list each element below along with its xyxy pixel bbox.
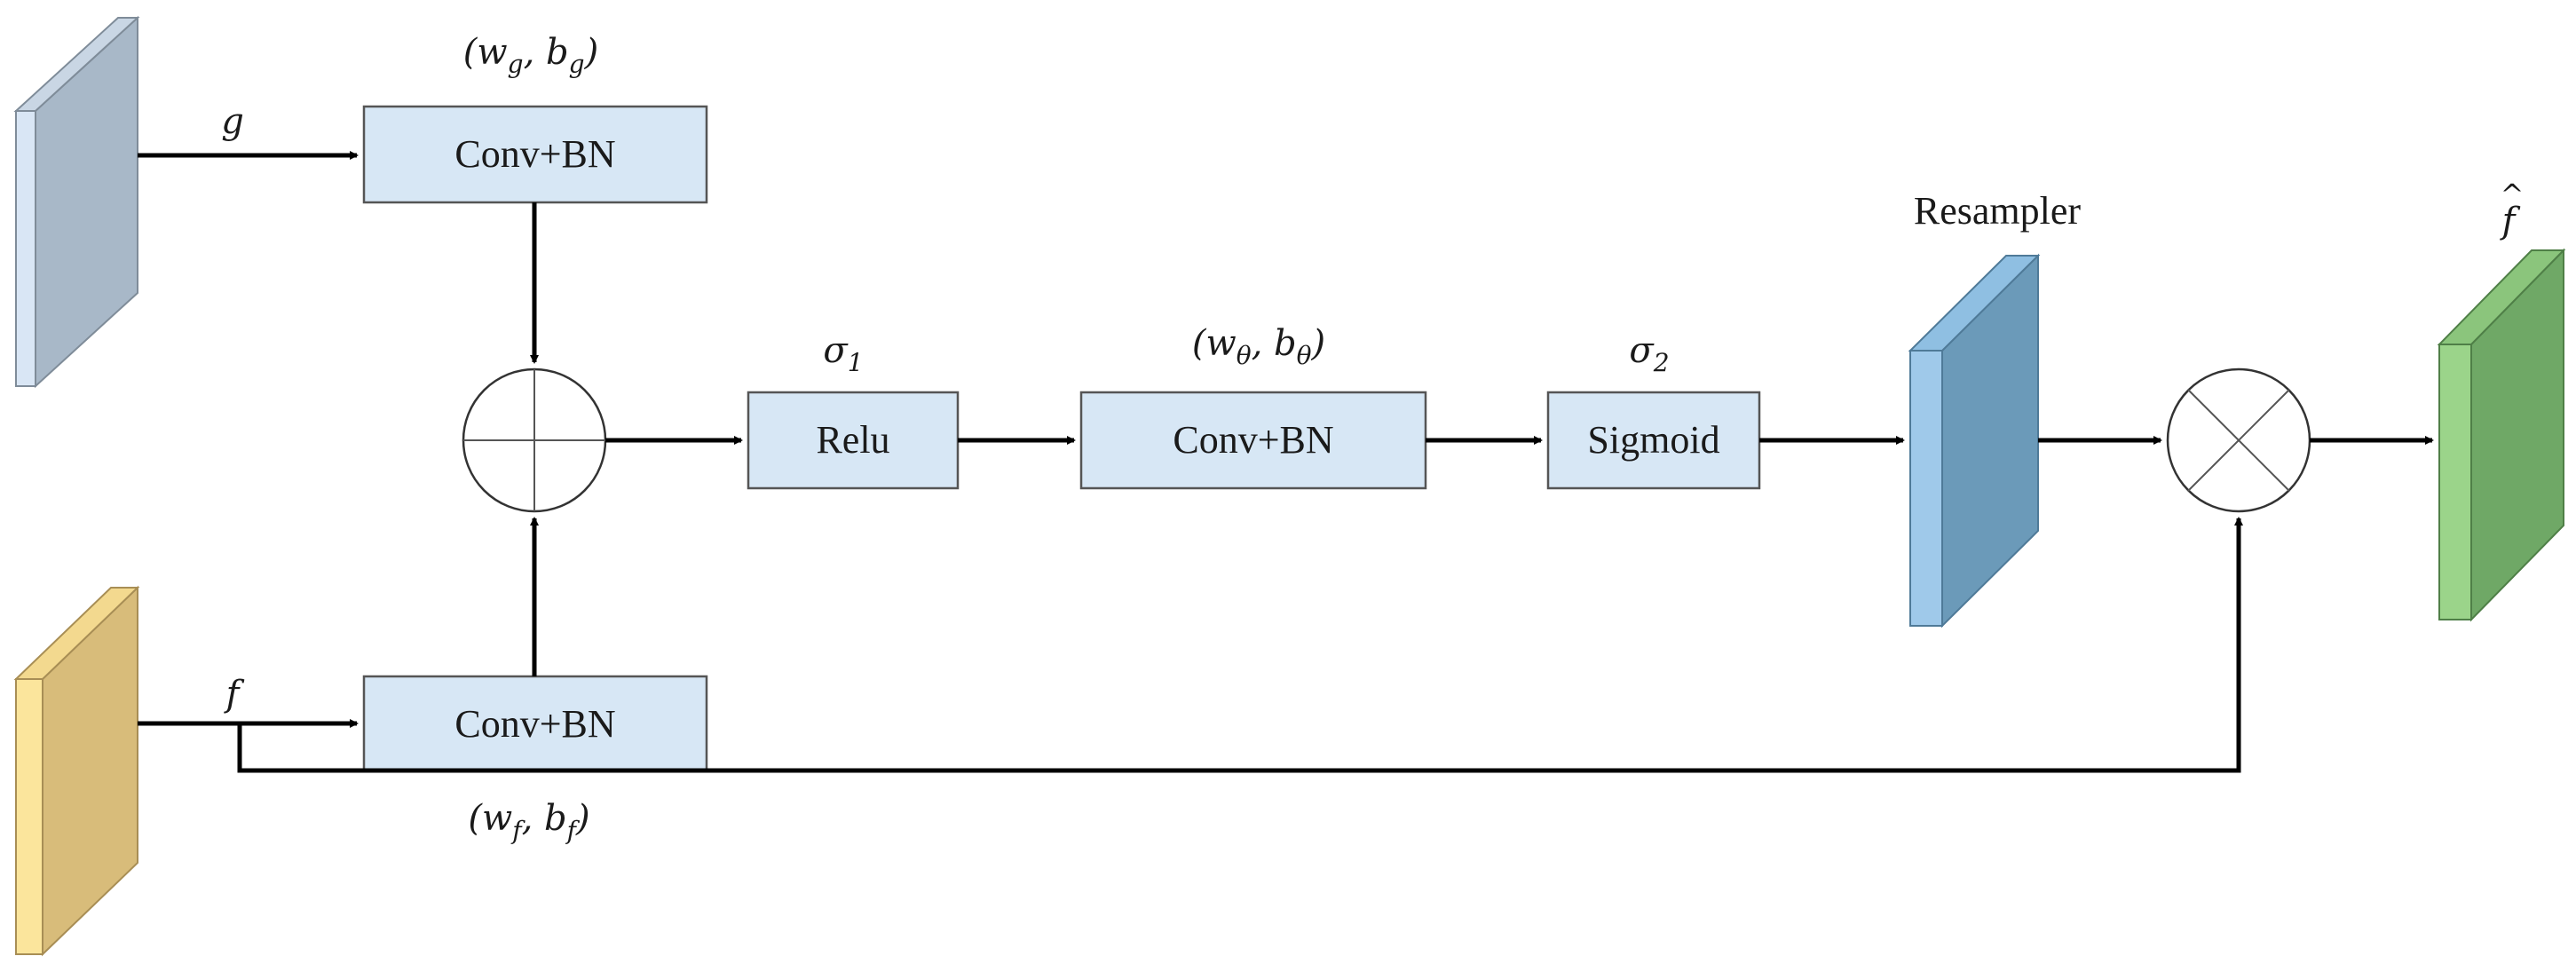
conv-bn-g-block xyxy=(362,105,708,204)
conv-g-params: (wg, bg) xyxy=(463,32,598,79)
conv-theta-close: ) xyxy=(1311,323,1326,364)
input-g-front xyxy=(15,110,36,387)
conv-theta-open: ( xyxy=(1192,323,1207,364)
conv-f-sep: , xyxy=(522,798,544,839)
sigma-1-label: σ1 xyxy=(823,330,863,377)
conv-bn-f-label: Conv+BN xyxy=(454,702,615,746)
multiplication-node xyxy=(2166,367,2311,513)
conv-f-b: b xyxy=(544,798,567,839)
conv-g-w-sub: g xyxy=(508,50,524,79)
conv-f-params: (wf, bf) xyxy=(468,798,589,845)
conv-g-b-sub: g xyxy=(569,50,585,79)
output-front xyxy=(2438,344,2472,620)
conv-f-w: w xyxy=(482,798,512,839)
output-feature-map xyxy=(2437,248,2566,622)
conv-bn-f-block xyxy=(362,675,708,772)
conv-g-b: b xyxy=(546,32,569,73)
conv-theta-b-sub: θ xyxy=(1297,341,1312,370)
input-f-feature-map xyxy=(13,585,140,957)
conv-g-sep: , xyxy=(524,32,546,73)
conv-f-open: ( xyxy=(468,798,483,839)
input-f-front xyxy=(15,678,43,955)
conv-g-w: w xyxy=(477,32,507,73)
relu-block xyxy=(747,391,960,490)
input-g-side xyxy=(35,15,138,389)
sigmoid-label: Sigmoid xyxy=(1587,418,1719,462)
sigma-1: σ xyxy=(823,330,849,371)
connections xyxy=(138,151,2434,773)
sigma-2: σ xyxy=(1629,330,1655,371)
conv-g-close: ) xyxy=(584,32,599,73)
conv-theta-w-sub: θ xyxy=(1237,341,1252,370)
resampler-label: Resampler xyxy=(1914,189,2082,233)
conv-theta-sep: , xyxy=(1252,323,1274,364)
input-f-symbol: f xyxy=(224,674,245,715)
sigma-2-sub: 2 xyxy=(1653,348,1670,377)
resampler-front xyxy=(1909,350,1943,627)
conv-theta-params: (wθ, bθ) xyxy=(1192,323,1325,370)
conv-bn-g-label: Conv+BN xyxy=(454,132,615,176)
conv-theta-b: b xyxy=(1274,323,1297,364)
conv-g-open: ( xyxy=(463,32,478,73)
relu-label: Relu xyxy=(816,418,889,462)
resampler-feature-map xyxy=(1908,253,2041,628)
conv-f-close: ) xyxy=(575,798,590,839)
addition-node xyxy=(462,367,607,513)
skip-f-to-mult xyxy=(237,517,2243,773)
input-g-symbol: g xyxy=(221,101,244,142)
conv-bn-theta-label: Conv+BN xyxy=(1173,418,1333,462)
input-g-feature-map xyxy=(13,15,140,389)
conv-bn-theta-block xyxy=(1079,391,1427,490)
output-hat: ^ xyxy=(2501,178,2525,211)
sigmoid-block xyxy=(1546,391,1761,490)
sigma-2-label: σ2 xyxy=(1629,330,1669,377)
sigma-1-sub: 1 xyxy=(848,348,864,377)
conv-theta-w: w xyxy=(1205,323,1236,364)
